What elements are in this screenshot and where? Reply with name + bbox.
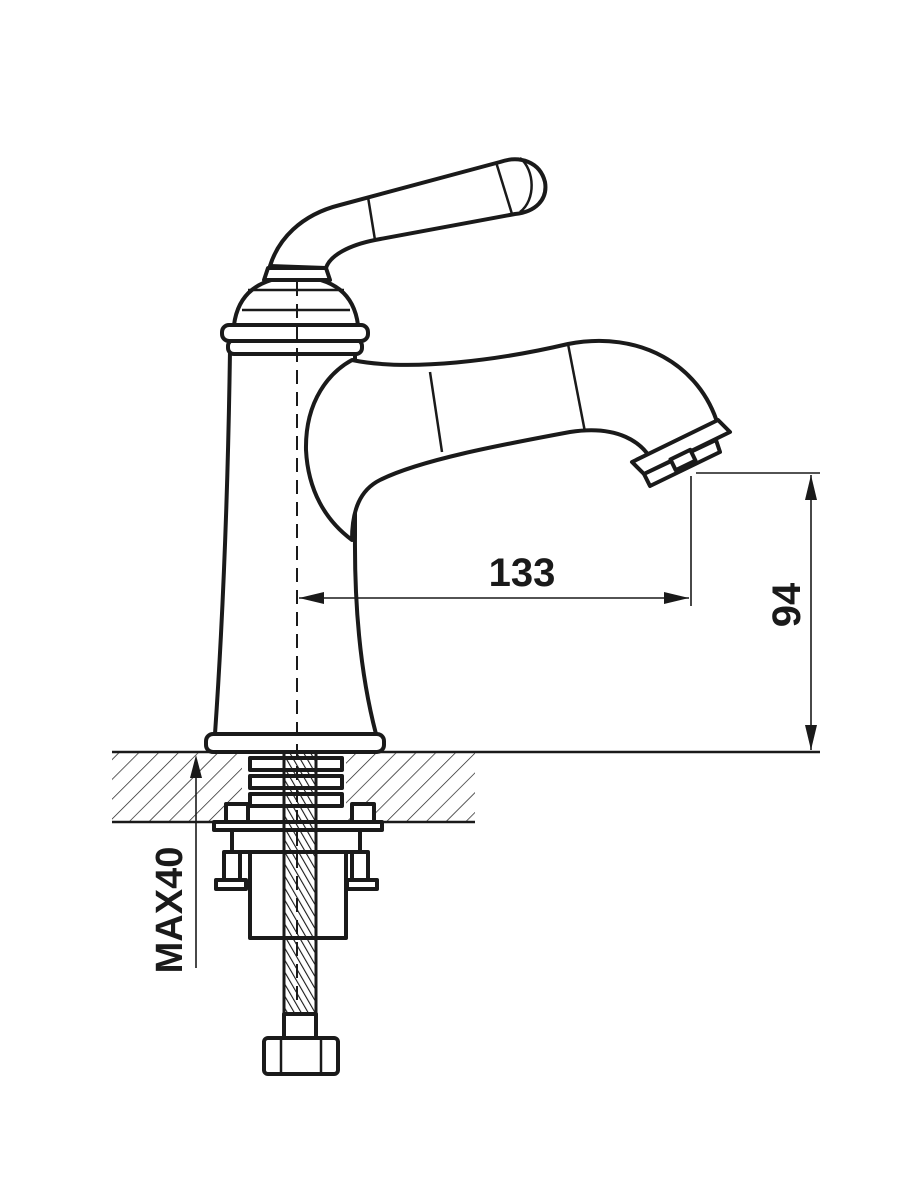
countertop-section [112,750,820,824]
spout-reach-label: 133 [489,551,556,595]
dimension-spout-reach: 133 [299,476,692,606]
deck-thickness-label: MAX40 [149,847,191,974]
spout-height-label: 94 [765,582,809,627]
dimension-deck-thickness: MAX40 [149,755,202,973]
dimension-spout-height: 94 [696,472,820,750]
faucet-body [204,157,732,754]
